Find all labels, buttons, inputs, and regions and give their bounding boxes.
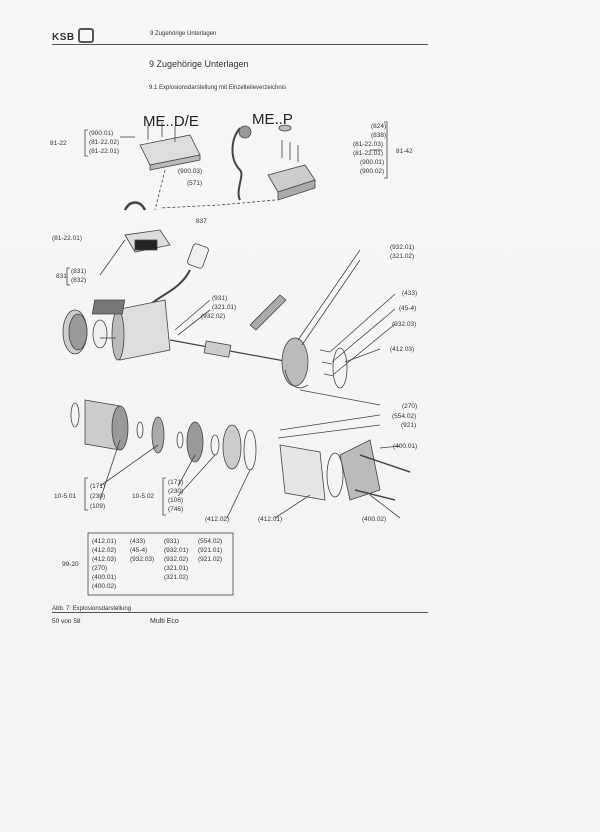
part-label-932-01: (932.01) bbox=[390, 244, 414, 251]
part-label: (321.02) bbox=[164, 574, 188, 581]
part-label-554-02: (554.02) bbox=[392, 413, 416, 420]
parts-list-box bbox=[87, 532, 234, 596]
part-label-837: 837 bbox=[196, 218, 207, 225]
part-label-45-4: (45-4) bbox=[399, 305, 416, 312]
exploded-view-diagram: ME..D/E ME..P 81-22 (900.01) (81-22.02) … bbox=[50, 111, 417, 596]
part-label: (400.02) bbox=[92, 583, 116, 590]
part-label: (412.01) bbox=[92, 538, 116, 545]
ksb-logo: KSB bbox=[52, 28, 94, 43]
part-label: (900.01) bbox=[89, 130, 113, 137]
page-header: KSB 9 Zugehörige Unterlagen bbox=[52, 28, 428, 45]
part-label: (81-22.03) bbox=[353, 141, 383, 148]
part-label: (554.02) bbox=[198, 538, 222, 545]
part-label: (932.01) bbox=[164, 547, 188, 554]
logo-mark-icon bbox=[77, 28, 94, 43]
pump-casing bbox=[281, 337, 309, 387]
part-label: (412.02) bbox=[92, 547, 116, 554]
impeller bbox=[186, 421, 204, 463]
part-label: (931) bbox=[164, 538, 179, 545]
part-label: (81-22.01) bbox=[353, 150, 383, 157]
part-label: (932.02) bbox=[164, 556, 188, 563]
header-chapter: 9 Zugehörige Unterlagen bbox=[150, 31, 217, 37]
o-ring bbox=[332, 347, 348, 389]
part-label-931: (931) bbox=[212, 295, 227, 302]
part-label-433: (433) bbox=[402, 290, 417, 297]
product-name: Multi Eco bbox=[150, 618, 179, 625]
part-label: (81-22.01) bbox=[89, 148, 119, 155]
outer-tube bbox=[279, 444, 326, 501]
part-label-321-01: (321.01) bbox=[212, 304, 236, 311]
part-label: (412.03) bbox=[92, 556, 116, 563]
fan bbox=[92, 319, 108, 349]
part-label: (109) bbox=[90, 503, 105, 510]
group-label-81-22: 81-22 bbox=[50, 140, 67, 147]
part-label: (921.01) bbox=[198, 547, 222, 554]
part-label-932-02: (932.02) bbox=[201, 313, 225, 320]
part-label-932-03: (932.03) bbox=[392, 321, 416, 328]
subsection-title: 9.1 Explosionsdarstellung mit Einzelteil… bbox=[149, 85, 287, 91]
part-label-321-02: (321.02) bbox=[390, 253, 414, 260]
part-label: (45-4) bbox=[130, 547, 147, 554]
part-label: (824) bbox=[371, 123, 386, 130]
logo-text: KSB bbox=[52, 32, 75, 43]
group-label-10-5-01: 10-5.01 bbox=[54, 493, 76, 500]
page-number: 50 von 58 bbox=[52, 618, 81, 625]
figure-caption: Abb. 7: Explosionsdarstellung bbox=[52, 606, 132, 612]
part-label: (230) bbox=[168, 488, 183, 495]
part-label: (932.03) bbox=[130, 556, 154, 563]
part-label: (921.02) bbox=[198, 556, 222, 563]
part-label: (900.02) bbox=[360, 168, 384, 175]
group-label-831: 831 bbox=[56, 273, 67, 280]
part-label: (900.01) bbox=[360, 159, 384, 166]
diagram-shapes bbox=[62, 121, 411, 596]
footer-divider bbox=[52, 612, 428, 613]
part-label-412-01: (412.01) bbox=[258, 516, 282, 523]
part-label: (81-22.02) bbox=[89, 139, 119, 146]
group-label-81-42: 81-42 bbox=[396, 148, 413, 155]
section-title: 9 Zugehörige Unterlagen bbox=[149, 59, 249, 69]
part-label-571: (571) bbox=[187, 180, 202, 187]
part-label-921: (921) bbox=[401, 422, 416, 429]
part-label: (321.01) bbox=[164, 565, 188, 572]
part-label: (831) bbox=[71, 268, 86, 275]
part-label: (171) bbox=[90, 483, 105, 490]
stage-ring bbox=[222, 424, 242, 470]
part-label-412-02: (412.02) bbox=[205, 516, 229, 523]
part-label: (106) bbox=[168, 497, 183, 504]
part-label: (746) bbox=[168, 506, 183, 513]
part-label: (270) bbox=[92, 565, 107, 572]
variant-label-right: ME..P bbox=[252, 111, 293, 128]
capacitor bbox=[187, 243, 209, 269]
part-label: (433) bbox=[130, 538, 145, 545]
part-label: (832) bbox=[71, 277, 86, 284]
part-label: (400.01) bbox=[92, 574, 116, 581]
part-label-412-03: (412.03) bbox=[390, 346, 414, 353]
part-label-900-03: (900.03) bbox=[178, 168, 202, 175]
shaft-sleeve bbox=[203, 340, 232, 358]
part-label: (171) bbox=[168, 479, 183, 486]
part-label-81-22-01: (81-22.01) bbox=[52, 235, 82, 242]
part-label: (838) bbox=[371, 132, 386, 139]
variant-label-left: ME..D/E bbox=[143, 113, 199, 130]
part-label: (230) bbox=[90, 493, 105, 500]
group-label-10-5-02: 10-5.02 bbox=[132, 493, 154, 500]
part-label-270: (270) bbox=[402, 403, 417, 410]
end-housing bbox=[339, 439, 381, 501]
part-label-400-01: (400.01) bbox=[393, 443, 417, 450]
part-label-400-02: (400.02) bbox=[362, 516, 386, 523]
group-label-99-20: 99-20 bbox=[62, 561, 79, 568]
